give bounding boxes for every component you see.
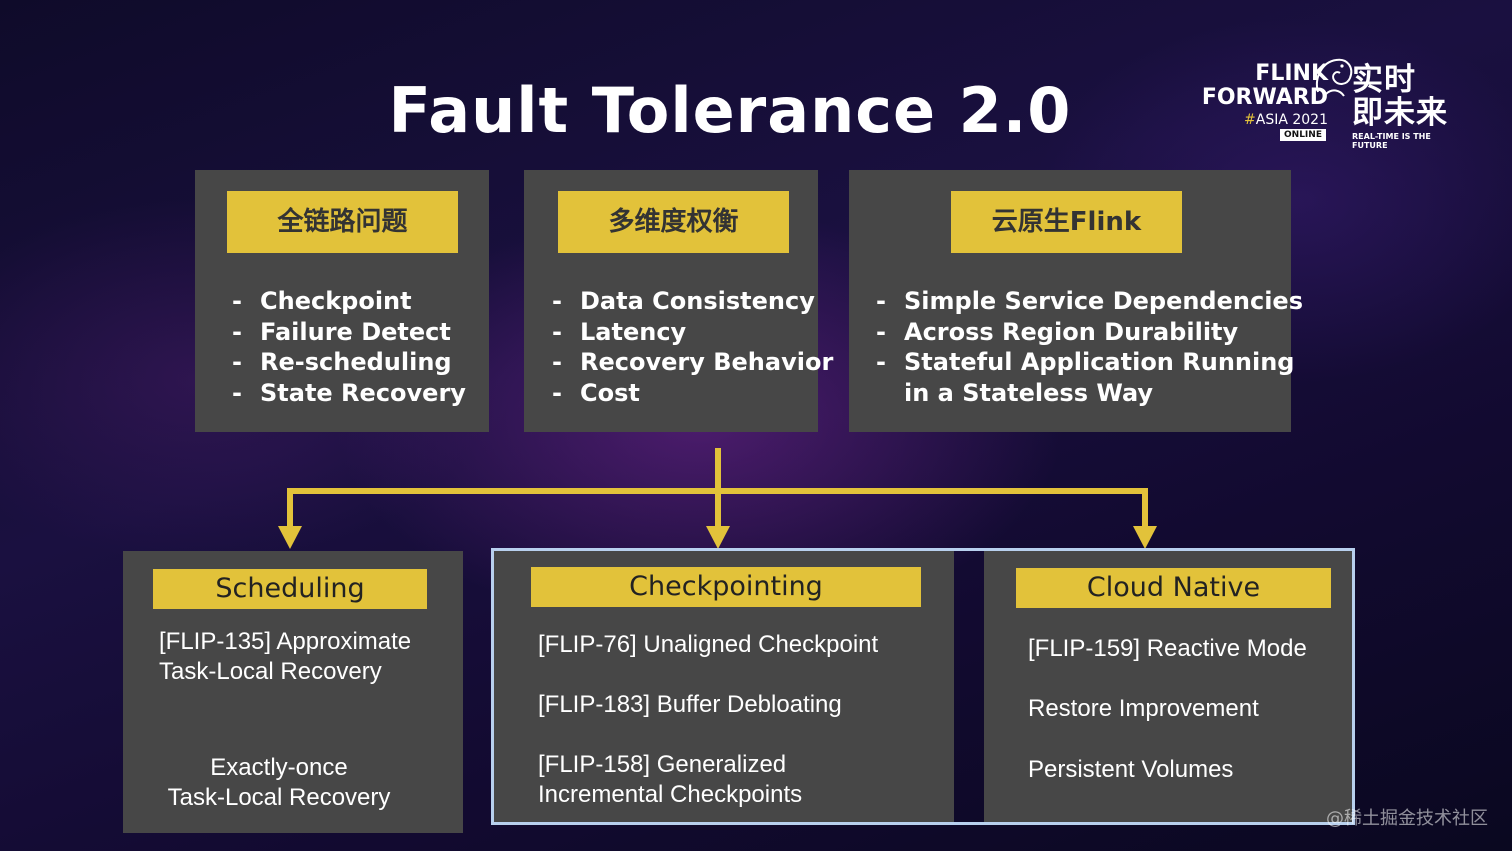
scheduling-line: Task-Local Recovery <box>159 658 382 685</box>
page-title: Fault Tolerance 2.0 <box>388 74 1072 147</box>
checkpointing-line: Incremental Checkpoints <box>538 781 803 808</box>
list-item-text: Cost <box>580 378 640 407</box>
list-item: -Latency <box>552 317 833 348</box>
flink-forward-logo: FLINK FORWARD #ASIA 2021 ONLINE 实时 即未来 R… <box>1196 56 1456 150</box>
cloud-native-item-reactive-mode: [FLIP-159] Reactive Mode <box>1028 635 1307 662</box>
list-item: -Across Region Durability <box>876 317 1303 348</box>
list-item-text: Re-scheduling <box>260 348 452 376</box>
list-item-text: in a Stateless Way <box>904 378 1154 407</box>
bottom-box-checkpointing: Checkpointing [FLIP-76] Unaligned Checkp… <box>494 551 954 823</box>
logo-asia: #ASIA 2021 <box>1196 112 1328 128</box>
list-item-text: Data Consistency <box>580 287 815 315</box>
logo-tagline: REAL-TIME IS THE FUTURE <box>1352 132 1431 150</box>
list-item-text: State Recovery <box>260 378 466 407</box>
checkpointing-item-unaligned: [FLIP-76] Unaligned Checkpoint <box>538 631 879 658</box>
bottom-box-scheduling: Scheduling [FLIP-135] Approximate Task-L… <box>123 551 463 833</box>
cloud-native-item-restore-improvement: Restore Improvement <box>1028 695 1259 722</box>
logo-chinese-text: 实时 即未来 <box>1352 64 1448 130</box>
watermark: @稀土掘金技术社区 <box>1326 808 1488 829</box>
bullet-dash: - <box>552 287 562 315</box>
cloud-native-item-persistent-volumes: Persistent Volumes <box>1028 756 1234 783</box>
checkpointing-line: [FLIP-158] Generalized <box>538 751 787 778</box>
list-item: -Recovery Behavior <box>552 347 833 378</box>
bullet-dash: - <box>232 348 242 376</box>
logo-zh-line1: 实时 <box>1352 62 1416 98</box>
list-item: -Stateful Application Running <box>876 347 1303 378</box>
arrow-head-checkpointing <box>706 526 730 549</box>
list-full-link: -Checkpoint -Failure Detect -Re-scheduli… <box>232 286 466 408</box>
bullet-dash: - <box>232 378 242 407</box>
highlight-frame <box>491 548 1355 825</box>
tag-multi-dimension-tradeoff: 多维度权衡 <box>558 191 789 253</box>
tag-full-link-issues: 全链路问题 <box>227 191 458 253</box>
list-item: -Simple Service Dependencies <box>876 286 1303 317</box>
logo-hash: # <box>1244 112 1256 128</box>
list-item-text: Simple Service Dependencies <box>904 287 1303 315</box>
scheduling-line: [FLIP-135] Approximate <box>159 628 412 655</box>
top-box-full-link: 全链路问题 -Checkpoint -Failure Detect -Re-sc… <box>195 170 489 432</box>
arrow-head-scheduling <box>278 526 302 549</box>
tag-checkpointing: Checkpointing <box>531 567 921 607</box>
list-item: -Failure Detect <box>232 317 466 348</box>
tag-scheduling: Scheduling <box>153 569 427 609</box>
bottom-box-cloud-native: Cloud Native [FLIP-159] Reactive Mode Re… <box>984 551 1352 823</box>
logo-online-badge: ONLINE <box>1280 129 1326 141</box>
checkpointing-item-generalized: [FLIP-158] Generalized Incremental Check… <box>538 750 802 810</box>
list-item: -Data Consistency <box>552 286 833 317</box>
list-item: -Re-scheduling <box>232 347 466 378</box>
bullet-dash: - <box>552 378 562 407</box>
list-tradeoff: -Data Consistency -Latency -Recovery Beh… <box>552 286 833 408</box>
logo-asia-text: ASIA 2021 <box>1255 112 1328 128</box>
scheduling-text-exactly-once: Exactly-once Task-Local Recovery <box>123 753 435 813</box>
list-item-text: Failure Detect <box>260 317 451 346</box>
bullet-dash: - <box>232 317 242 346</box>
bullet-dash: - <box>876 317 886 346</box>
scheduling-line: Exactly-once <box>210 754 348 781</box>
bullet-dash: - <box>232 287 242 315</box>
list-item: -State Recovery <box>232 378 466 409</box>
scheduling-line: Task-Local Recovery <box>167 784 391 811</box>
list-item: in a Stateless Way <box>876 378 1303 409</box>
scheduling-text-approximate: [FLIP-135] Approximate Task-Local Recove… <box>159 627 411 687</box>
list-cloud-native-flink: -Simple Service Dependencies -Across Reg… <box>876 286 1303 408</box>
logo-line-flink: FLINK <box>1255 61 1328 86</box>
list-item-text: Checkpoint <box>260 287 412 315</box>
checkpointing-item-buffer-debloating: [FLIP-183] Buffer Debloating <box>538 691 842 718</box>
logo-zh-line2: 即未来 <box>1352 95 1448 131</box>
logo-text-flink-forward: FLINK FORWARD <box>1196 62 1328 110</box>
list-item-text: Stateful Application Running <box>904 348 1295 376</box>
tag-cloud-native-flink: 云原生Flink <box>951 191 1182 253</box>
bullet-dash: - <box>552 348 562 376</box>
list-item: -Checkpoint <box>232 286 466 317</box>
tag-cloud-native: Cloud Native <box>1016 568 1331 608</box>
bullet-dash: - <box>876 348 886 376</box>
bullet-dash: - <box>876 287 886 315</box>
list-item-text: Recovery Behavior <box>580 348 834 376</box>
bullet-dash: - <box>552 317 562 346</box>
logo-line-forward: FORWARD <box>1201 85 1328 110</box>
list-item-text: Across Region Durability <box>904 317 1239 346</box>
squirrel-icon <box>1316 58 1353 97</box>
top-box-tradeoff: 多维度权衡 -Data Consistency -Latency -Recove… <box>524 170 833 432</box>
list-item-text: Latency <box>580 317 687 346</box>
arrow-head-cloud-native <box>1133 526 1157 549</box>
list-item: -Cost <box>552 378 833 409</box>
top-box-cloud-native-flink: 云原生Flink -Simple Service Dependencies -A… <box>849 170 1303 432</box>
